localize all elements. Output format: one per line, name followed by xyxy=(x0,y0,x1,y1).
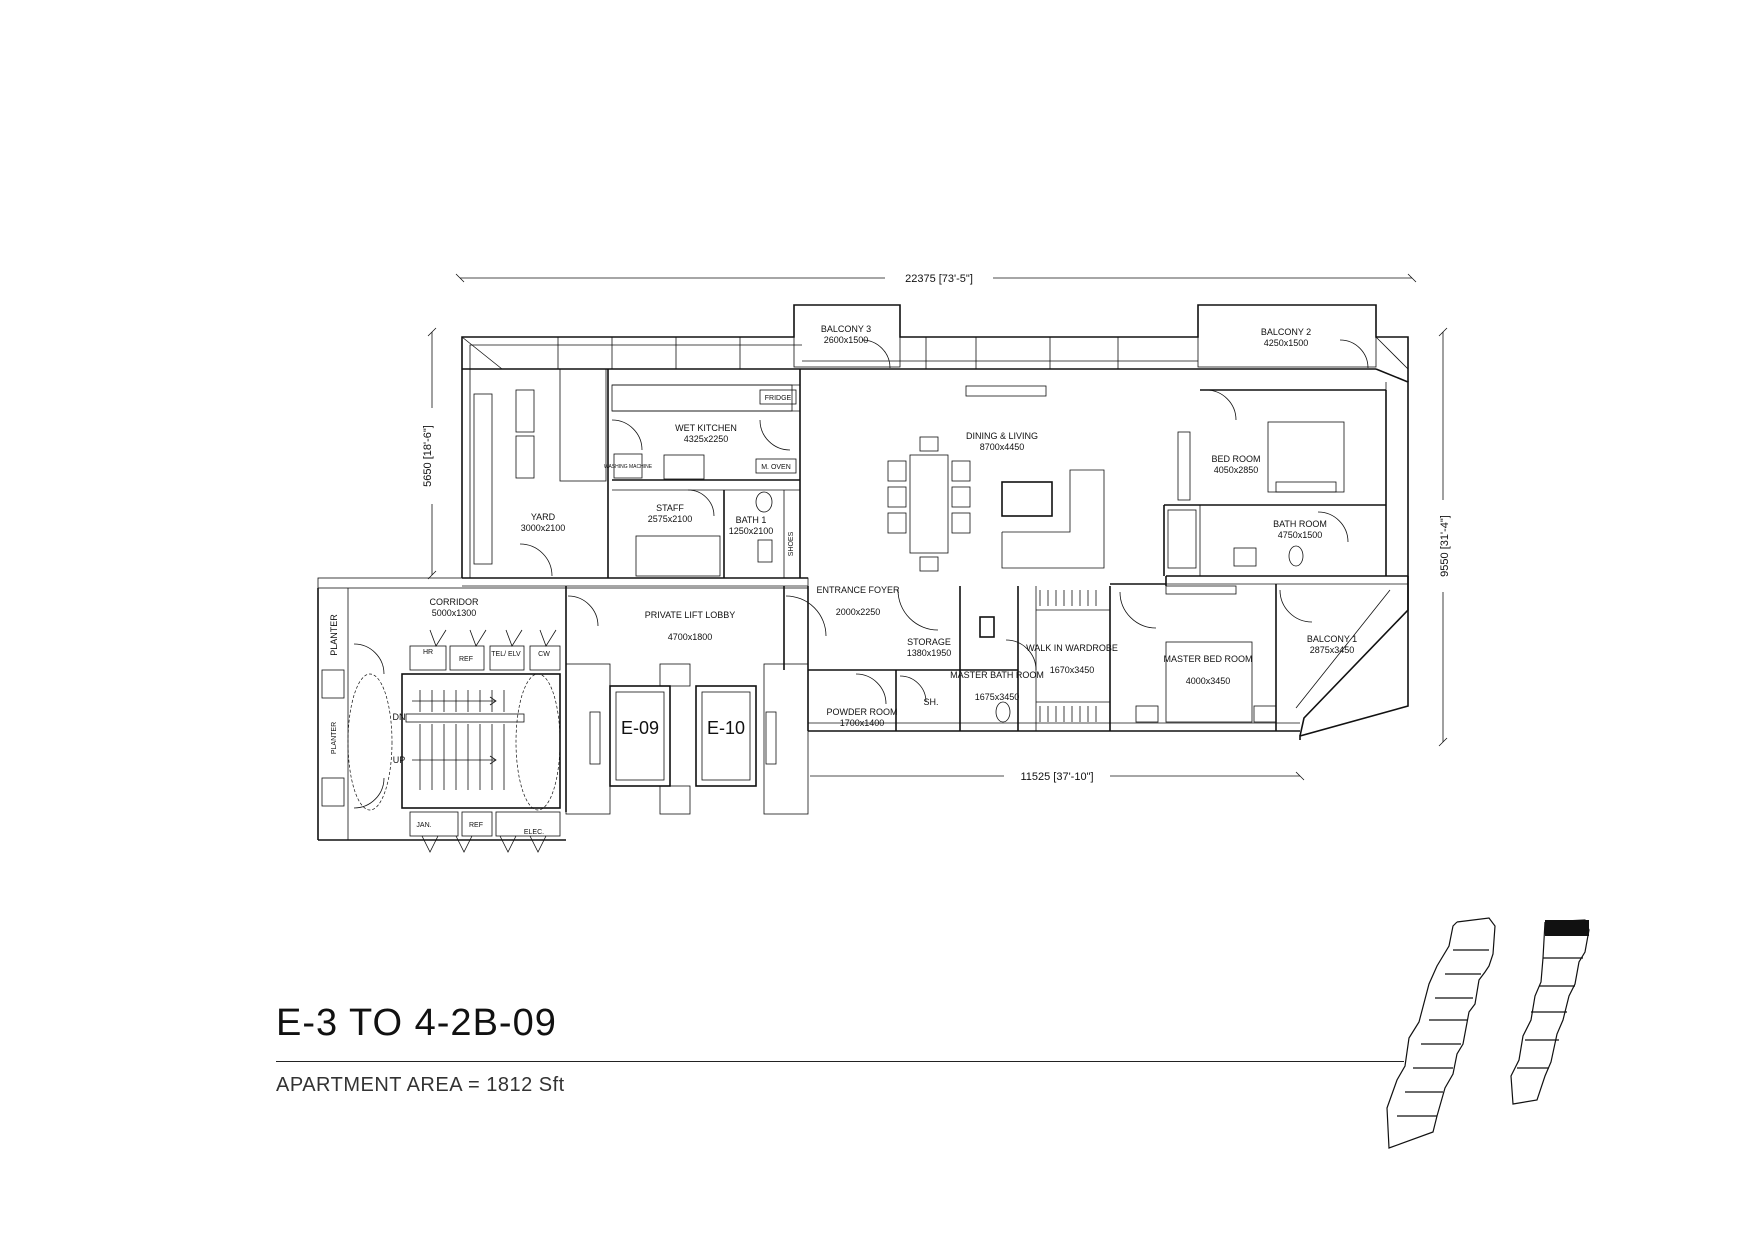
m-oven-label: M. OVEN xyxy=(761,464,791,471)
unit-title: E-3 TO 4-2B-09 xyxy=(276,1002,557,1044)
label-bath1: BATH 1 xyxy=(736,515,767,525)
size-corridor: 5000x1300 xyxy=(432,608,477,618)
label-dining-living: DINING & LIVING xyxy=(966,431,1038,441)
washing-machine-label: WASHING MACHINE xyxy=(604,464,653,470)
label-walk-in-wardrobe: WALK IN WARDROBE xyxy=(1026,643,1118,653)
hr-label: HR xyxy=(423,649,433,656)
lift-e10-label: E-10 xyxy=(707,718,745,738)
size-master-bed-room: 4000x3450 xyxy=(1186,676,1231,686)
size-master-bath-room: 1675x3450 xyxy=(975,692,1020,702)
size-private-lift-lobby: 4700x1800 xyxy=(668,632,713,642)
outer-walls xyxy=(461,304,1409,740)
planter-label-top: PLANTER xyxy=(329,614,339,656)
label-balcony2: BALCONY 2 xyxy=(1261,327,1311,337)
cw-label: CW xyxy=(538,651,550,658)
size-bath1: 1250x2100 xyxy=(729,526,774,536)
dim-left-depth: 5650 [18'-6"] xyxy=(422,425,434,487)
jan-label: JAN. xyxy=(416,822,431,829)
fridge-label: FRIDGE xyxy=(765,395,792,402)
label-corridor: CORRIDOR xyxy=(430,597,479,607)
up-label: UP xyxy=(393,755,406,765)
label-master-bed-room: MASTER BED ROOM xyxy=(1163,654,1252,664)
room-labels: BALCONY 3 2600x1500 BALCONY 2 4250x1500 … xyxy=(430,324,1358,728)
fixture-labels: FRIDGE M. OVEN SHOES WASHING MACHINE SH.… xyxy=(329,389,939,836)
size-bed-room: 4050x2850 xyxy=(1214,465,1259,475)
dimension-lines: 22375 [73'-5"] 5650 [18'-6"] 9550 [31'-4… xyxy=(419,270,1452,783)
label-bath-room: BATH ROOM xyxy=(1273,519,1327,529)
dim-lower-width: 11525 [37'-10"] xyxy=(1020,771,1093,783)
size-balcony1: 2875x3450 xyxy=(1310,645,1355,655)
apartment-area: APARTMENT AREA = 1812 Sft xyxy=(276,1074,565,1096)
ref-label-top: REF xyxy=(459,656,473,663)
size-walk-in-wardrobe: 1670x3450 xyxy=(1050,665,1095,675)
label-powder-room: POWDER ROOM xyxy=(827,707,898,717)
dn-label: DN xyxy=(393,712,406,722)
size-yard: 3000x2100 xyxy=(521,523,566,533)
title-divider xyxy=(276,1061,1404,1062)
planter-label-bottom: PLANTER xyxy=(331,722,338,754)
label-master-bath-room: MASTER BATH ROOM xyxy=(950,670,1044,680)
shower-label: SH. xyxy=(923,697,938,707)
label-private-lift-lobby: PRIVATE LIFT LOBBY xyxy=(645,610,736,620)
size-balcony2: 4250x1500 xyxy=(1264,338,1309,348)
dim-right-depth: 9550 [31'-4"] xyxy=(1439,515,1451,577)
label-staff: STAFF xyxy=(656,503,684,513)
label-balcony1: BALCONY 1 xyxy=(1307,634,1357,644)
tel-elv-label: TEL/ ELV xyxy=(491,651,521,658)
lift-e09-label: E-09 xyxy=(621,718,659,738)
size-storage: 1380x1950 xyxy=(907,648,952,658)
size-staff: 2575x2100 xyxy=(648,514,693,524)
label-yard: YARD xyxy=(531,512,556,522)
label-storage: STORAGE xyxy=(907,637,951,647)
size-dining-living: 8700x4450 xyxy=(980,442,1025,452)
size-bath-room: 4750x1500 xyxy=(1278,530,1323,540)
size-entrance-foyer: 2000x2250 xyxy=(836,607,881,617)
size-powder-room: 1700x1400 xyxy=(840,718,885,728)
elec-label: ELEC. xyxy=(524,829,544,836)
ref-label-bottom: REF xyxy=(469,822,483,829)
size-balcony3: 2600x1500 xyxy=(824,335,869,345)
shoes-label: SHOES xyxy=(788,531,795,556)
label-wet-kitchen: WET KITCHEN xyxy=(675,423,737,433)
dim-overall-width: 22375 [73'-5"] xyxy=(905,273,973,285)
size-wet-kitchen: 4325x2250 xyxy=(684,434,729,444)
key-plan xyxy=(1386,917,1590,1149)
interior-walls xyxy=(317,339,1387,853)
label-entrance-foyer: ENTRANCE FOYER xyxy=(816,585,900,595)
label-bed-room: BED ROOM xyxy=(1211,454,1260,464)
label-balcony3: BALCONY 3 xyxy=(821,324,871,334)
